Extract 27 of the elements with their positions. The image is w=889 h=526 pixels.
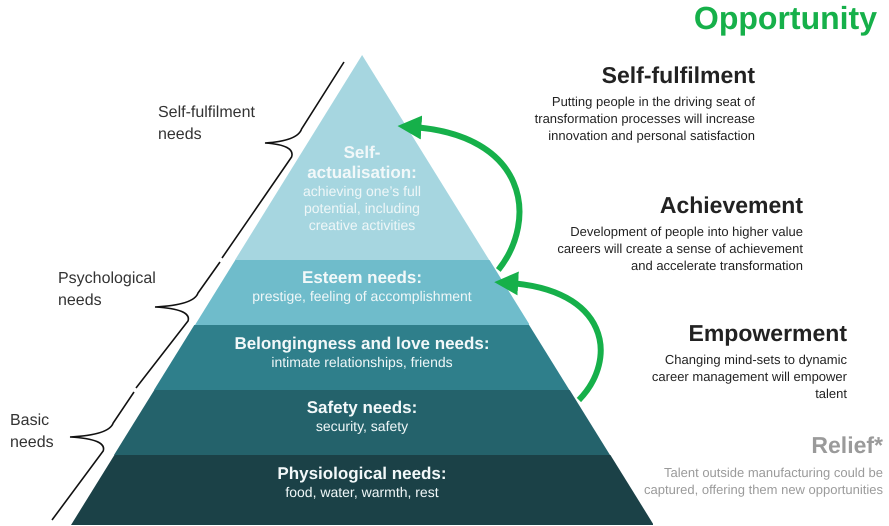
level-label: Psychological needs [58, 269, 157, 311]
pyramid-tier [114, 390, 610, 455]
description: Development of people into higher value careers will create a sense of achievement and accelerate transformation [556, 223, 803, 274]
section-heading: Self-fulfilment [600, 62, 755, 88]
level-label: Basic needs [10, 411, 55, 453]
description: Changing mind-sets to dynamic career management will empower talent [650, 351, 847, 402]
section-heading: Empowerment [688, 320, 847, 346]
level-label: Self-fulfilment needs [158, 103, 256, 145]
curved-arrow [494, 272, 604, 402]
tier-heading: Safety needs: [306, 398, 418, 418]
title: Opportunity [694, 0, 877, 37]
description: Putting people in the driving seat of transformation processes will increase innovation and personal satisfaction [534, 93, 755, 144]
tier-description: prestige, feeling of accomplishment [251, 288, 473, 305]
description: Talent outside manufacturing could be captured, offering them new opportunities [643, 464, 883, 498]
tier-description: food, water, warmth, rest [284, 484, 440, 501]
section-heading: Relief* [810, 432, 883, 458]
tier-description: achieving one’s full potential, including creative activities [302, 183, 422, 234]
pyramid-tier [194, 260, 530, 325]
tier-description: intimate relationships, friends [270, 354, 454, 371]
tier-heading: Self-actualisation: [306, 143, 418, 183]
tier-heading: Esteem needs: [300, 268, 423, 288]
tier-heading: Belongingness and love needs: [233, 334, 491, 354]
tier-heading: Physiological needs: [276, 464, 448, 484]
curved-arrow [398, 116, 522, 272]
pyramid-tier [154, 325, 570, 390]
tier-description: security, safety [314, 418, 410, 435]
section-heading: Achievement [658, 192, 803, 218]
